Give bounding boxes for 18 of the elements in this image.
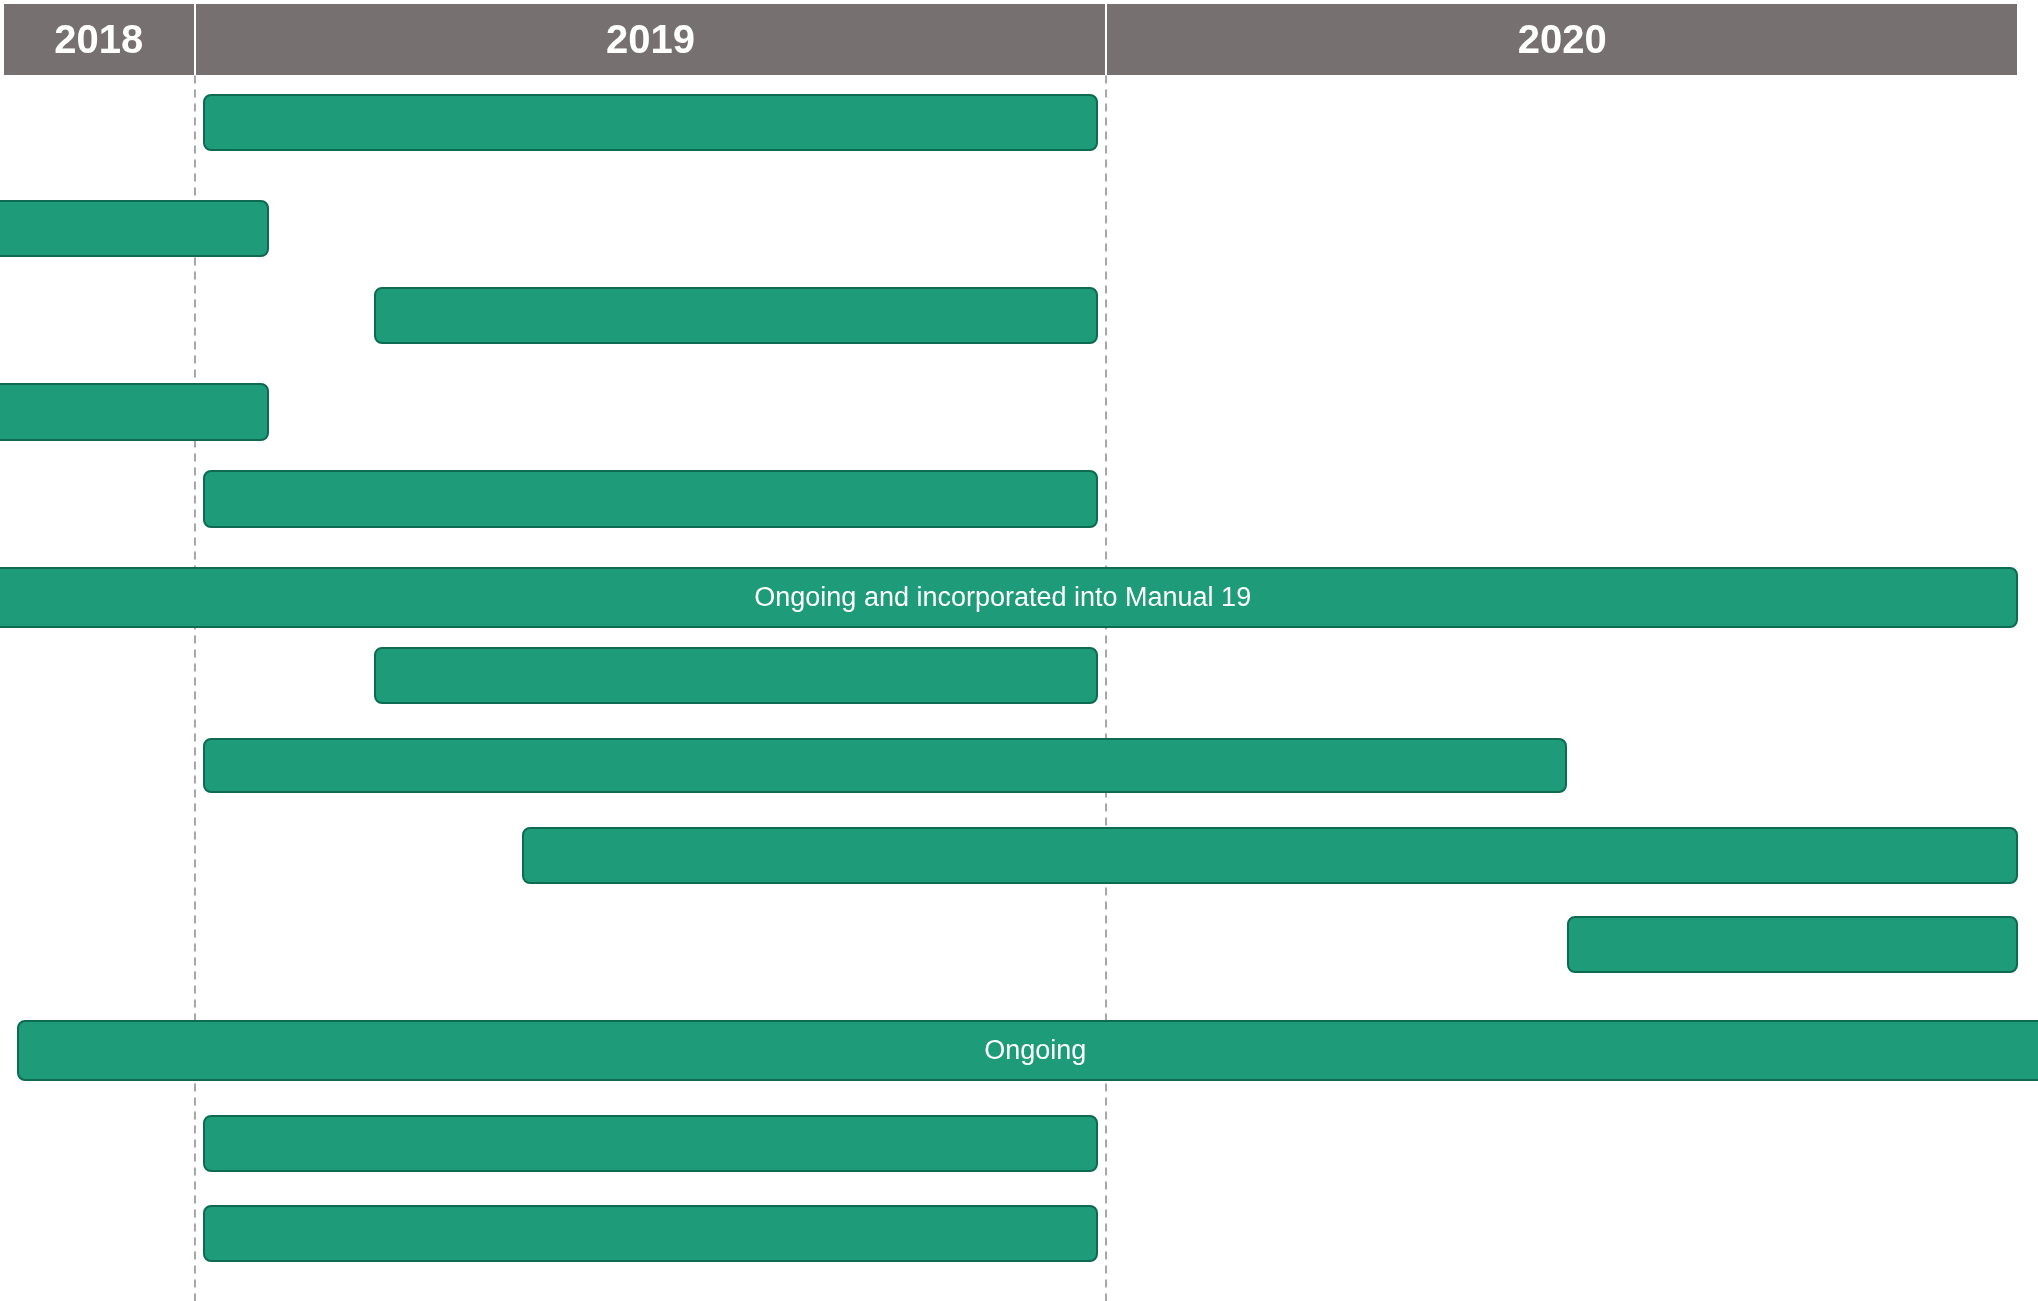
timeline-bar <box>202 1115 1099 1173</box>
timeline-bar <box>374 287 1099 345</box>
timeline-bar <box>202 93 1099 151</box>
timeline-bar <box>202 738 1568 793</box>
timeline-bar <box>0 566 2019 628</box>
bar-label: Ongoing and incorporated into Manual 19 <box>754 581 1252 613</box>
timeline-bar <box>202 1204 1099 1262</box>
timeline-bar <box>374 647 1099 705</box>
timeline-bar <box>522 826 2019 884</box>
timeline-bar <box>1567 916 2019 974</box>
timeline-bar <box>0 383 270 441</box>
timeline-bar <box>16 1020 2038 1082</box>
bar-label: Ongoing <box>984 1035 1087 1067</box>
year-header: 2019 <box>196 3 1105 76</box>
timeline-bar <box>0 200 270 258</box>
timeline-bar <box>202 470 1099 528</box>
year-header: 2018 <box>3 3 194 76</box>
year-header: 2020 <box>1107 3 2018 76</box>
